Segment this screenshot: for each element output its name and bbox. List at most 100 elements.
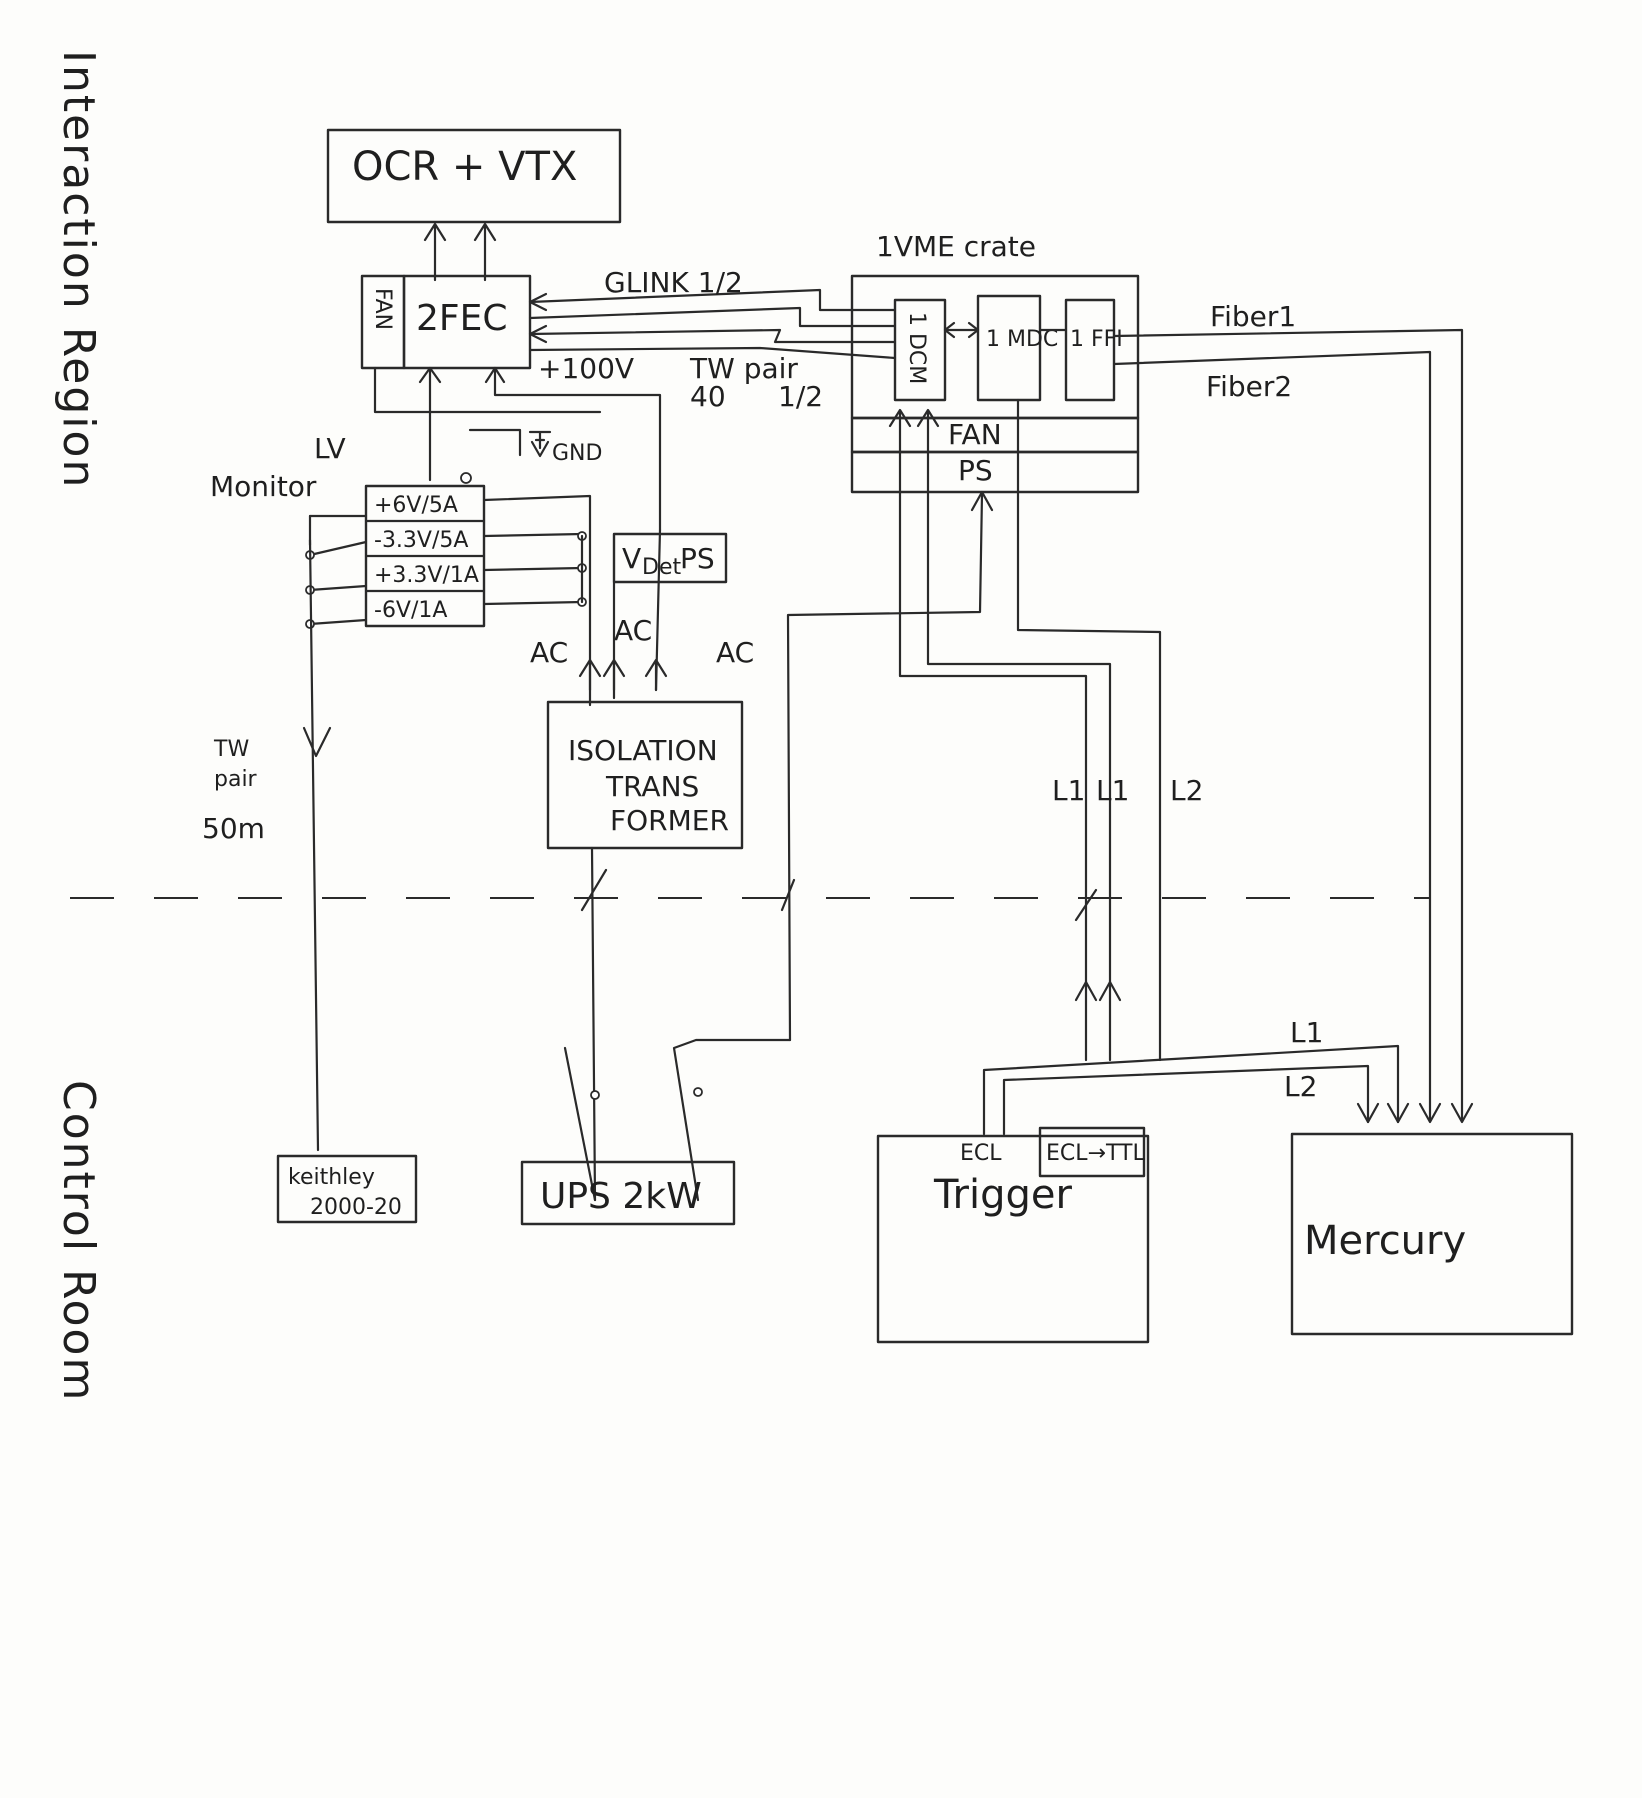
l1-mercury-arrow xyxy=(1386,1102,1410,1124)
hv-label: +100V xyxy=(538,352,634,385)
fiber2-label: Fiber2 xyxy=(1206,370,1292,403)
vme-crate-block: 1VME crate FAN PS 1 DCM 1 MDC 1 FFI xyxy=(850,230,1140,494)
ecl-ttl-label: ECL→TTL xyxy=(1046,1141,1145,1166)
lv-row-3: +3.3V/1A xyxy=(374,563,479,588)
iso-ac-arrow-1 xyxy=(578,658,602,692)
trigger-block: ECL ECL→TTL Trigger xyxy=(876,1126,1150,1344)
vme-fan-label: FAN xyxy=(948,418,1002,451)
l1b-line xyxy=(926,410,1112,1062)
ups-block: UPS 2kW xyxy=(520,1160,736,1226)
ac-wire-lv-1 xyxy=(482,494,592,707)
glink-line-1 xyxy=(528,288,897,312)
l1a-up-arrow xyxy=(1074,980,1098,1002)
vme-ps-label: PS xyxy=(958,454,993,487)
tw-pair-50-label-a: TW xyxy=(213,737,249,762)
ups-switch-1 xyxy=(563,1046,597,1202)
l1a-arrow xyxy=(888,408,912,428)
l1-bottom-label: L1 xyxy=(1290,1016,1323,1049)
ffi-label: 1 FFI xyxy=(1070,327,1123,352)
ac-vme-arrow xyxy=(970,490,994,512)
tw-pair-40-label-a: TW pair xyxy=(689,352,798,385)
ocr-vtx-block: OCR + VTX xyxy=(326,128,622,224)
l1a-line xyxy=(898,410,1088,1062)
l2-trigger-mercury xyxy=(1002,1064,1370,1136)
glink-arrow-1 xyxy=(528,292,548,312)
l2a-label: L2 xyxy=(1170,774,1203,807)
lv-right-2 xyxy=(482,566,584,572)
l1b-arrow xyxy=(916,408,940,428)
glink-line-2 xyxy=(528,306,897,328)
vdet-ps-sub: Det xyxy=(642,555,681,580)
glink-arrow-2 xyxy=(528,324,548,344)
lv-right-3 xyxy=(482,600,584,606)
lv-row-2: -3.3V/5A xyxy=(374,528,468,553)
isolation-label-3: FORMER xyxy=(610,804,729,837)
isolation-transformer-block: ISOLATION TRANS FORMER xyxy=(546,700,744,850)
vdet-ps-block: V Det PS xyxy=(612,532,728,584)
iso-to-ups-line xyxy=(590,846,597,1202)
fec-label: 2FEC xyxy=(416,298,508,339)
fec-to-ocr-arrow-1 xyxy=(423,222,447,282)
monitor-line-3 xyxy=(308,618,368,626)
mdc-label: 1 MDC xyxy=(986,327,1058,352)
isolation-label-1: ISOLATION xyxy=(568,734,718,767)
ac-vme-break-mark xyxy=(780,878,796,912)
fiber1-line xyxy=(1112,328,1464,1122)
lv-row-4: -6V/1A xyxy=(374,598,447,623)
lv-monitor-label-1: LV xyxy=(314,432,346,465)
iso-ac-arrow-2 xyxy=(602,658,626,692)
ecl-label: ECL xyxy=(960,1141,1002,1166)
trigger-label: Trigger xyxy=(933,1172,1073,1218)
l1-trigger-mercury xyxy=(982,1044,1400,1136)
ac-vme-line xyxy=(786,492,984,1042)
vdet-ps-v: V xyxy=(622,542,641,575)
lv-right-1 xyxy=(482,532,584,538)
lv-junction xyxy=(460,472,472,484)
dcm-mdc-arrows xyxy=(943,321,980,339)
keithley-label-2: 2000-20 xyxy=(310,1195,402,1220)
mercury-block: Mercury xyxy=(1290,1132,1574,1336)
ups-switch-2 xyxy=(672,1038,792,1202)
l2-mercury-arrow xyxy=(1356,1102,1380,1124)
monitor-line-2 xyxy=(308,584,368,592)
tw-pair-50-label-c: 50m xyxy=(202,812,265,845)
tw-pair-50-line xyxy=(308,538,320,1152)
region-interaction-label: Interaction Region xyxy=(53,50,104,489)
iso-break-mark xyxy=(580,868,608,912)
gnd-label: GND xyxy=(552,441,602,466)
l-break-mark xyxy=(1074,888,1098,922)
hv-arrow xyxy=(484,366,506,384)
dcm-label: 1 DCM xyxy=(904,312,929,384)
glink-line-3 xyxy=(528,328,897,344)
keithley-label-1: keithley xyxy=(288,1165,375,1190)
tw-pair-40-label-c: 1/2 xyxy=(778,380,823,413)
monitor-line-1 xyxy=(308,540,368,557)
fiber2-arrow xyxy=(1418,1102,1442,1124)
tw-pair-50-label-b: pair xyxy=(214,767,258,792)
ac-label-3: AC xyxy=(716,636,754,669)
region-control-label: Control Room xyxy=(53,1080,104,1402)
ups-label: UPS 2kW xyxy=(540,1176,702,1217)
ac-label-1: AC xyxy=(530,636,568,669)
l1b-label: L1 xyxy=(1096,774,1129,807)
lv-row-1: +6V/5A xyxy=(374,493,458,518)
l2-line xyxy=(1016,398,1162,1062)
vme-crate-label: 1VME crate xyxy=(876,230,1036,263)
ocr-vtx-label: OCR + VTX xyxy=(352,144,577,190)
fec-block: FAN 2FEC xyxy=(360,274,532,370)
hv-line xyxy=(493,366,662,532)
gnd-symbol xyxy=(528,430,552,458)
glink-line-4 xyxy=(528,346,897,360)
fec-lv-arrow xyxy=(418,366,442,384)
lv-supply-block: +6V/5A -3.3V/5A +3.3V/1A -6V/1A xyxy=(364,484,486,628)
hv-down-line xyxy=(654,528,662,692)
fiber1-label: Fiber1 xyxy=(1210,300,1296,333)
keithley-block: keithley 2000-20 xyxy=(276,1154,418,1224)
tw-pair-50-arrow xyxy=(302,726,332,758)
isolation-label-2: TRANS xyxy=(605,770,699,803)
l2-bottom-label: L2 xyxy=(1284,1070,1317,1103)
mercury-label: Mercury xyxy=(1304,1218,1466,1264)
gnd-wire xyxy=(468,428,522,457)
